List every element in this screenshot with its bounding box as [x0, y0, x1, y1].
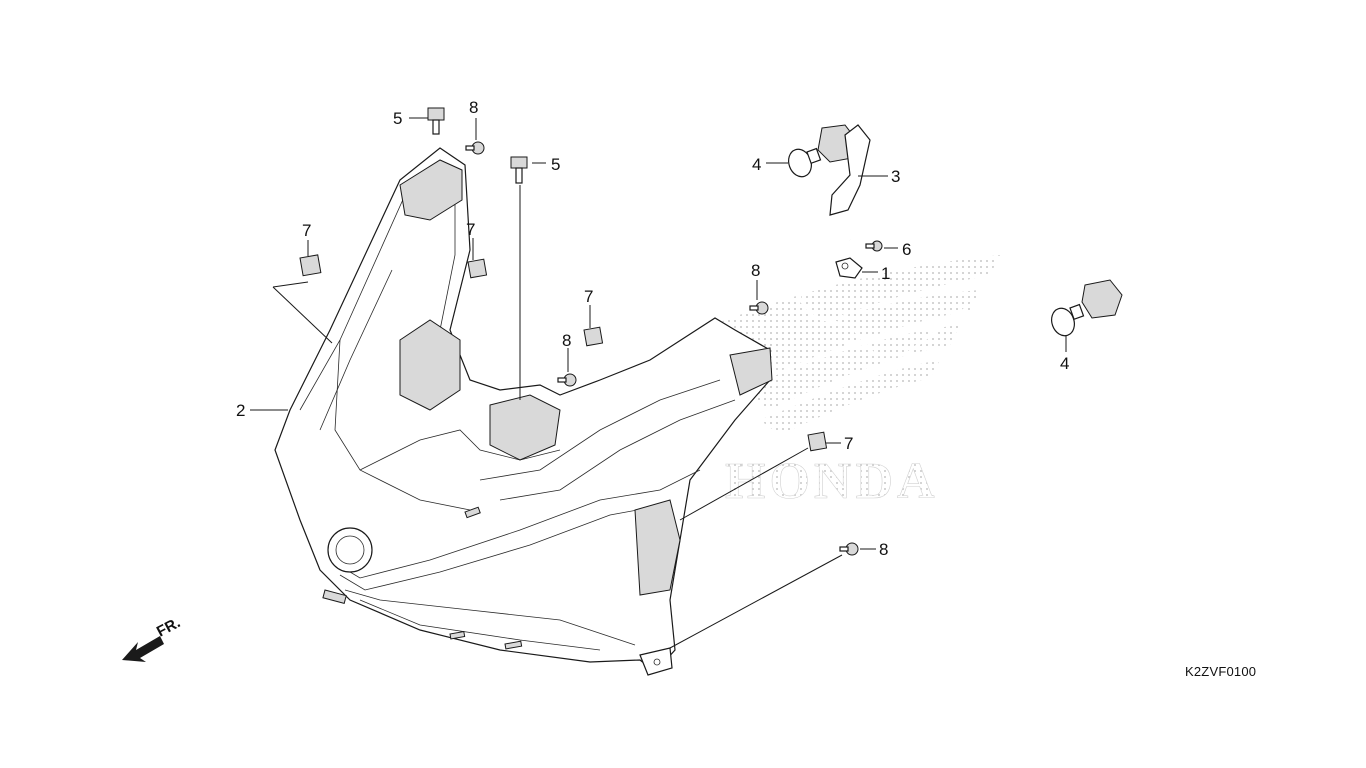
callout-7-upper: 7 [466, 220, 475, 239]
callout-8-center: 8 [562, 331, 571, 350]
callout-8-upper-left: 8 [469, 98, 478, 117]
callout-2-headlight: 2 [236, 401, 245, 420]
callout-1-clamp: 1 [881, 264, 890, 283]
wire-clamp [835, 257, 863, 279]
screw-upper-left [465, 141, 485, 155]
callout-5-upper-center: 5 [551, 155, 560, 174]
upper-bulb-socket [817, 124, 871, 216]
clip-nut-upper [467, 258, 488, 279]
screw-lower-right [839, 542, 859, 556]
screw-wire-clamp [865, 240, 883, 252]
front-direction-label: FR. [154, 614, 183, 640]
lower-bulb-socket [1081, 279, 1123, 319]
callout-8-lower-right: 8 [879, 540, 888, 559]
screw-right-upper [749, 301, 769, 315]
screw-center [557, 373, 577, 387]
callout-4-upper-bulb: 4 [752, 155, 761, 174]
front-direction-arrow-icon: FR. [122, 614, 183, 662]
honda-wing-watermark: HONDA [700, 255, 1000, 510]
leader-lines [250, 117, 1067, 649]
bolt-upper-center [510, 156, 528, 184]
position-light-harness [788, 124, 1123, 357]
callout-7-right: 7 [844, 434, 853, 453]
callout-labels: 5 8 5 7 7 7 8 8 2 4 3 6 1 4 7 8 [236, 98, 1069, 559]
honda-watermark-text: HONDA [725, 453, 939, 510]
callout-7-left: 7 [302, 221, 311, 240]
headlight-assembly [274, 147, 773, 676]
clip-nut-left [299, 254, 322, 277]
callout-7-center: 7 [584, 287, 593, 306]
clip-nut-right [807, 431, 828, 452]
bolt-upper-left [427, 107, 445, 135]
lower-bulb [1051, 303, 1085, 337]
callout-6-screw: 6 [902, 240, 911, 259]
callout-4-lower-bulb: 4 [1060, 354, 1069, 373]
callout-3-harness: 3 [891, 167, 900, 186]
clip-nut-center [583, 326, 604, 347]
upper-bulb [788, 147, 822, 178]
callout-8-right-upper: 8 [751, 261, 760, 280]
callout-5-upper-left: 5 [393, 109, 402, 128]
diagram-code: K2ZVF0100 [1185, 664, 1257, 679]
